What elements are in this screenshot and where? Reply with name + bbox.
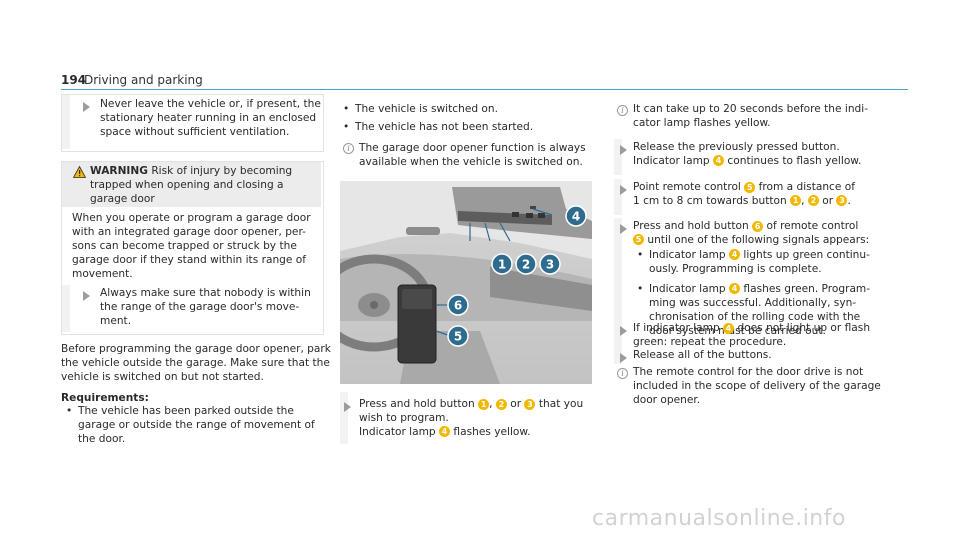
figure-callout-3-label: 3	[546, 258, 554, 272]
callout-1: 1	[790, 195, 802, 207]
warning-label: WARNING	[90, 165, 148, 177]
figure-callout-3: 3	[539, 253, 561, 275]
list-item: The vehicle has not been started.	[343, 121, 603, 135]
callout-1: 1	[478, 398, 490, 410]
action-arrow-icon	[83, 102, 90, 112]
requirements-list: The vehicle has been parked outside the …	[66, 405, 326, 447]
ventilation-note-box	[61, 94, 324, 152]
figure-callout-5: 5	[447, 325, 469, 347]
garage-door-opener-figure: 1 2 3 4 5 6	[340, 181, 592, 384]
point-remote-step: Point remote control 5 from a distance o…	[633, 181, 855, 207]
warning-title: WARNING Risk of injury by becoming trapp…	[90, 165, 293, 205]
figure-callout-4-label: 4	[572, 210, 580, 224]
watermark: carmanualsonline.info	[592, 506, 846, 531]
action-arrow-icon	[83, 291, 90, 301]
section-title: Driving and parking	[84, 73, 203, 87]
callout-4: 4	[729, 283, 741, 295]
figure-callout-2: 2	[515, 253, 537, 275]
info-icon: i	[343, 143, 354, 154]
action-arrow-icon	[620, 224, 627, 234]
action-arrow-icon	[620, 145, 627, 155]
step-stripe	[614, 139, 622, 175]
warning-action: Always make sure that nobody is within t…	[100, 287, 311, 327]
action-arrow-icon	[620, 326, 627, 336]
warning-box	[61, 161, 324, 335]
status-bullets: The vehicle is switched on. The vehicle …	[343, 103, 603, 135]
figure-callout-6-label: 6	[454, 299, 462, 313]
info-note-scope: The remote control for the door drive is…	[633, 366, 881, 406]
list-item: The vehicle is switched on.	[343, 103, 603, 117]
figure-callout-1: 1	[491, 253, 513, 275]
callout-2: 2	[495, 398, 507, 410]
action-arrow-icon	[620, 353, 627, 363]
figure-callout-4: 4	[565, 205, 587, 227]
action-arrow-icon	[344, 402, 351, 412]
header-rule	[61, 89, 908, 90]
press-hold-step: Press and hold button 6 of remote contro…	[633, 220, 893, 339]
list-item: Indicator lamp 4 lights up green continu…	[637, 249, 893, 277]
program-step: Press and hold button 1, 2 or 3 that you…	[359, 398, 584, 438]
callout-3: 3	[836, 195, 848, 207]
callout-3: 3	[524, 398, 536, 410]
callout-4: 4	[729, 249, 741, 261]
figure-callout-1-label: 1	[498, 258, 506, 272]
warning-triangle-icon	[73, 166, 86, 178]
release-all-step: Release all of the buttons.	[633, 349, 772, 361]
release-step: Release the previously pressed button. I…	[633, 141, 862, 167]
figure-callout-6: 6	[447, 294, 469, 316]
callout-4: 4	[439, 426, 451, 438]
preparation-paragraph: Before programming the garage door opene…	[61, 343, 331, 383]
info-note: The garage door opener function is alway…	[359, 142, 586, 168]
callout-4: 4	[713, 155, 725, 167]
figure-callout-2-label: 2	[522, 258, 530, 272]
ventilation-note: Never leave the vehicle or, if present, …	[100, 98, 321, 138]
callout-4: 4	[723, 322, 735, 334]
list-item: The vehicle has been parked outside the …	[66, 405, 326, 447]
info-note-time: It can take up to 20 seconds before the …	[633, 103, 869, 129]
info-icon: i	[617, 105, 628, 116]
callout-2: 2	[807, 195, 819, 207]
step-stripe	[614, 346, 622, 364]
action-arrow-icon	[620, 185, 627, 195]
warning-action-stripe	[62, 285, 70, 332]
warning-header	[62, 162, 321, 207]
warning-body: When you operate or program a garage doo…	[72, 212, 311, 280]
page-number: 194	[61, 73, 87, 87]
step-stripe	[340, 392, 348, 444]
note-stripe	[62, 95, 70, 149]
figure-callout-5-label: 5	[454, 330, 462, 344]
requirements-label: Requirements:	[61, 392, 149, 404]
info-icon: i	[617, 368, 628, 379]
retry-step: If indicator lamp 4 does not light up or…	[633, 322, 871, 348]
step-stripe	[614, 218, 622, 320]
step-stripe	[614, 179, 622, 215]
callout-5: 5	[633, 234, 644, 246]
list-item: Indicator lamp 4 flashes green. Program-…	[637, 283, 893, 339]
step-stripe	[614, 320, 622, 356]
callout-5: 5	[744, 181, 756, 193]
callout-6: 6	[752, 220, 764, 232]
